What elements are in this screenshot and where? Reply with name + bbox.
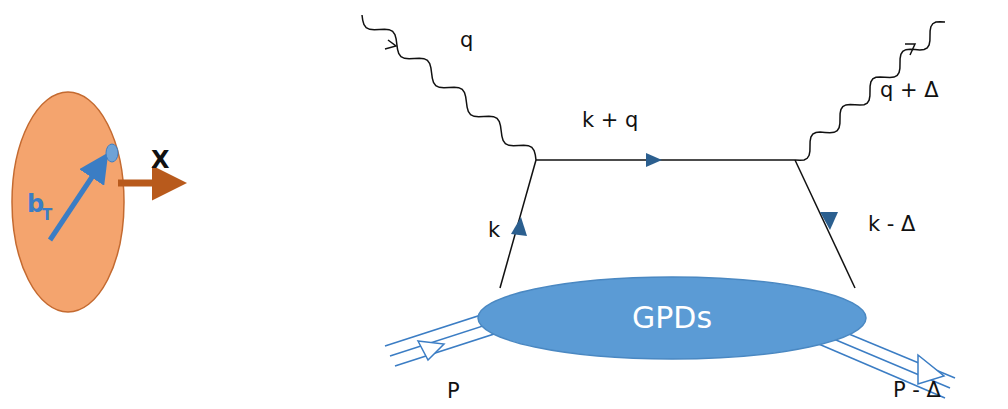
impact-label: b xyxy=(27,192,44,216)
quark-lines xyxy=(500,160,855,288)
parton-dot xyxy=(106,144,118,162)
momentum-label: X xyxy=(151,148,170,172)
blob-label: GPDs xyxy=(632,303,712,333)
photon-label: q + Δ xyxy=(880,80,939,101)
impact-subscript: T xyxy=(42,208,52,223)
quark-label: k - Δ xyxy=(868,214,915,235)
quark-label: k + q xyxy=(582,110,638,131)
quark-label: k xyxy=(488,220,500,241)
momentum-arrow xyxy=(118,180,166,187)
photon-line xyxy=(362,15,536,160)
photon-label: q xyxy=(460,30,473,51)
photon-arrow xyxy=(385,40,396,49)
quark-arrow xyxy=(511,217,527,236)
proton-disk xyxy=(12,92,124,312)
quark-arrow xyxy=(646,153,662,167)
impact-arrow xyxy=(50,165,100,240)
quark-arrow xyxy=(820,212,838,230)
proton-label: P xyxy=(447,381,460,402)
photon-line xyxy=(795,22,945,161)
gpd-blob: GPDs xyxy=(477,276,867,360)
proton-label: P - Δ xyxy=(893,380,941,401)
photon-arrow xyxy=(905,44,915,55)
